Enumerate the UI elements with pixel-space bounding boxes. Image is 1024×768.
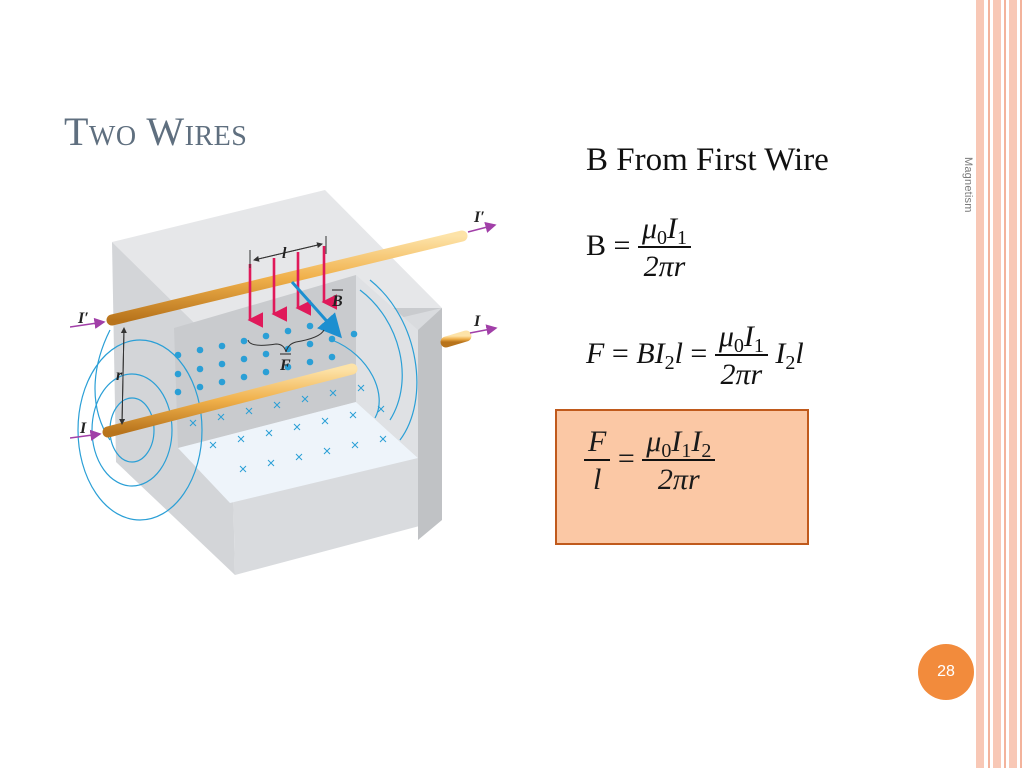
label-l: l — [282, 245, 287, 262]
wire-top — [106, 230, 468, 326]
equals: = — [611, 336, 629, 370]
length-symbol: l — [795, 336, 804, 370]
sub: 0 — [733, 335, 744, 357]
stripe — [993, 0, 1001, 768]
stripe — [976, 0, 984, 768]
stripe — [988, 0, 990, 768]
label-r: r — [116, 367, 123, 384]
b-vector-arrow — [290, 281, 342, 339]
slide-title: Two Wires — [64, 109, 248, 154]
brace — [247, 329, 325, 353]
force-arrows — [247, 246, 337, 328]
highlighted-result-box — [555, 409, 809, 545]
page-number-badge: 28 — [918, 644, 974, 700]
current-symbol: I — [743, 320, 754, 353]
eq3-right-fraction: μ0I1I2 2πr — [642, 425, 716, 497]
label-I-prime-left: I′ — [77, 310, 89, 327]
two-wires-figure: I′ I′ I I r l B F — [70, 190, 498, 575]
length-symbol: l — [674, 336, 683, 370]
mu-symbol: μ — [718, 320, 734, 353]
sub: 0 — [661, 440, 672, 462]
force-symbol: F — [586, 336, 605, 370]
decorative-stripes — [976, 0, 1024, 768]
current-arrow-right — [469, 324, 498, 336]
sub: 2 — [785, 351, 796, 374]
eq2-denominator: 2πr — [714, 354, 768, 392]
current-arrow-top-right — [467, 221, 497, 233]
block-right-end — [418, 308, 442, 540]
side-label: Magnetism — [962, 157, 974, 213]
eq1-denominator: 2πr — [637, 246, 691, 284]
current-symbol: I — [667, 212, 677, 245]
eq1-fraction: μ0I1 2πr — [637, 212, 691, 284]
cutout-floor — [178, 402, 418, 503]
wire-stub-right — [440, 330, 472, 348]
label-I-left: I — [79, 420, 87, 437]
current-symbol: I — [671, 425, 682, 458]
current-symbol: I — [654, 336, 665, 370]
eq2-fraction: μ0I1 2πr — [714, 320, 768, 392]
eq1-lhs: B = — [586, 228, 631, 262]
stripe — [1009, 0, 1017, 768]
block-left-face — [112, 242, 235, 575]
sub: 2 — [701, 440, 712, 462]
sub: 1 — [677, 227, 687, 249]
equals: = — [690, 336, 708, 370]
label-I-right: I — [473, 313, 481, 330]
length-symbol: l — [584, 459, 611, 497]
stripe — [1004, 0, 1006, 768]
current-arrow-bottom-left — [70, 429, 102, 441]
force-symbol: F — [588, 425, 607, 458]
label-I-prime-top-right: I′ — [473, 209, 485, 226]
equals: = — [617, 441, 635, 475]
wire-bottom — [102, 363, 358, 438]
sub: 1 — [753, 335, 764, 357]
sub: 2 — [664, 351, 675, 374]
current-arrow-top-left — [70, 317, 106, 329]
equation-force-per-length: F l = μ0I1I2 2πr — [584, 425, 716, 497]
b-symbol: B — [636, 336, 655, 370]
stripe — [1020, 0, 1022, 768]
current-symbol: I — [691, 425, 702, 458]
mu-symbol: μ — [641, 212, 657, 245]
field-lines-right — [331, 279, 418, 441]
current-symbol: I — [775, 336, 786, 370]
eq3-left-fraction: F l — [584, 425, 611, 497]
heading: B From First Wire — [586, 142, 829, 178]
equation-force: F = BI2l = μ0I1 2πr I2l — [586, 320, 804, 392]
sub: 1 — [681, 440, 692, 462]
equation-b-field: B = μ0I1 2πr — [586, 212, 691, 284]
mu-symbol: μ — [646, 425, 662, 458]
sub: 0 — [657, 227, 667, 249]
eq3-denominator: 2πr — [642, 459, 716, 497]
label-F: F — [279, 357, 291, 374]
field-crosses — [189, 384, 387, 473]
label-B: B — [331, 293, 343, 310]
